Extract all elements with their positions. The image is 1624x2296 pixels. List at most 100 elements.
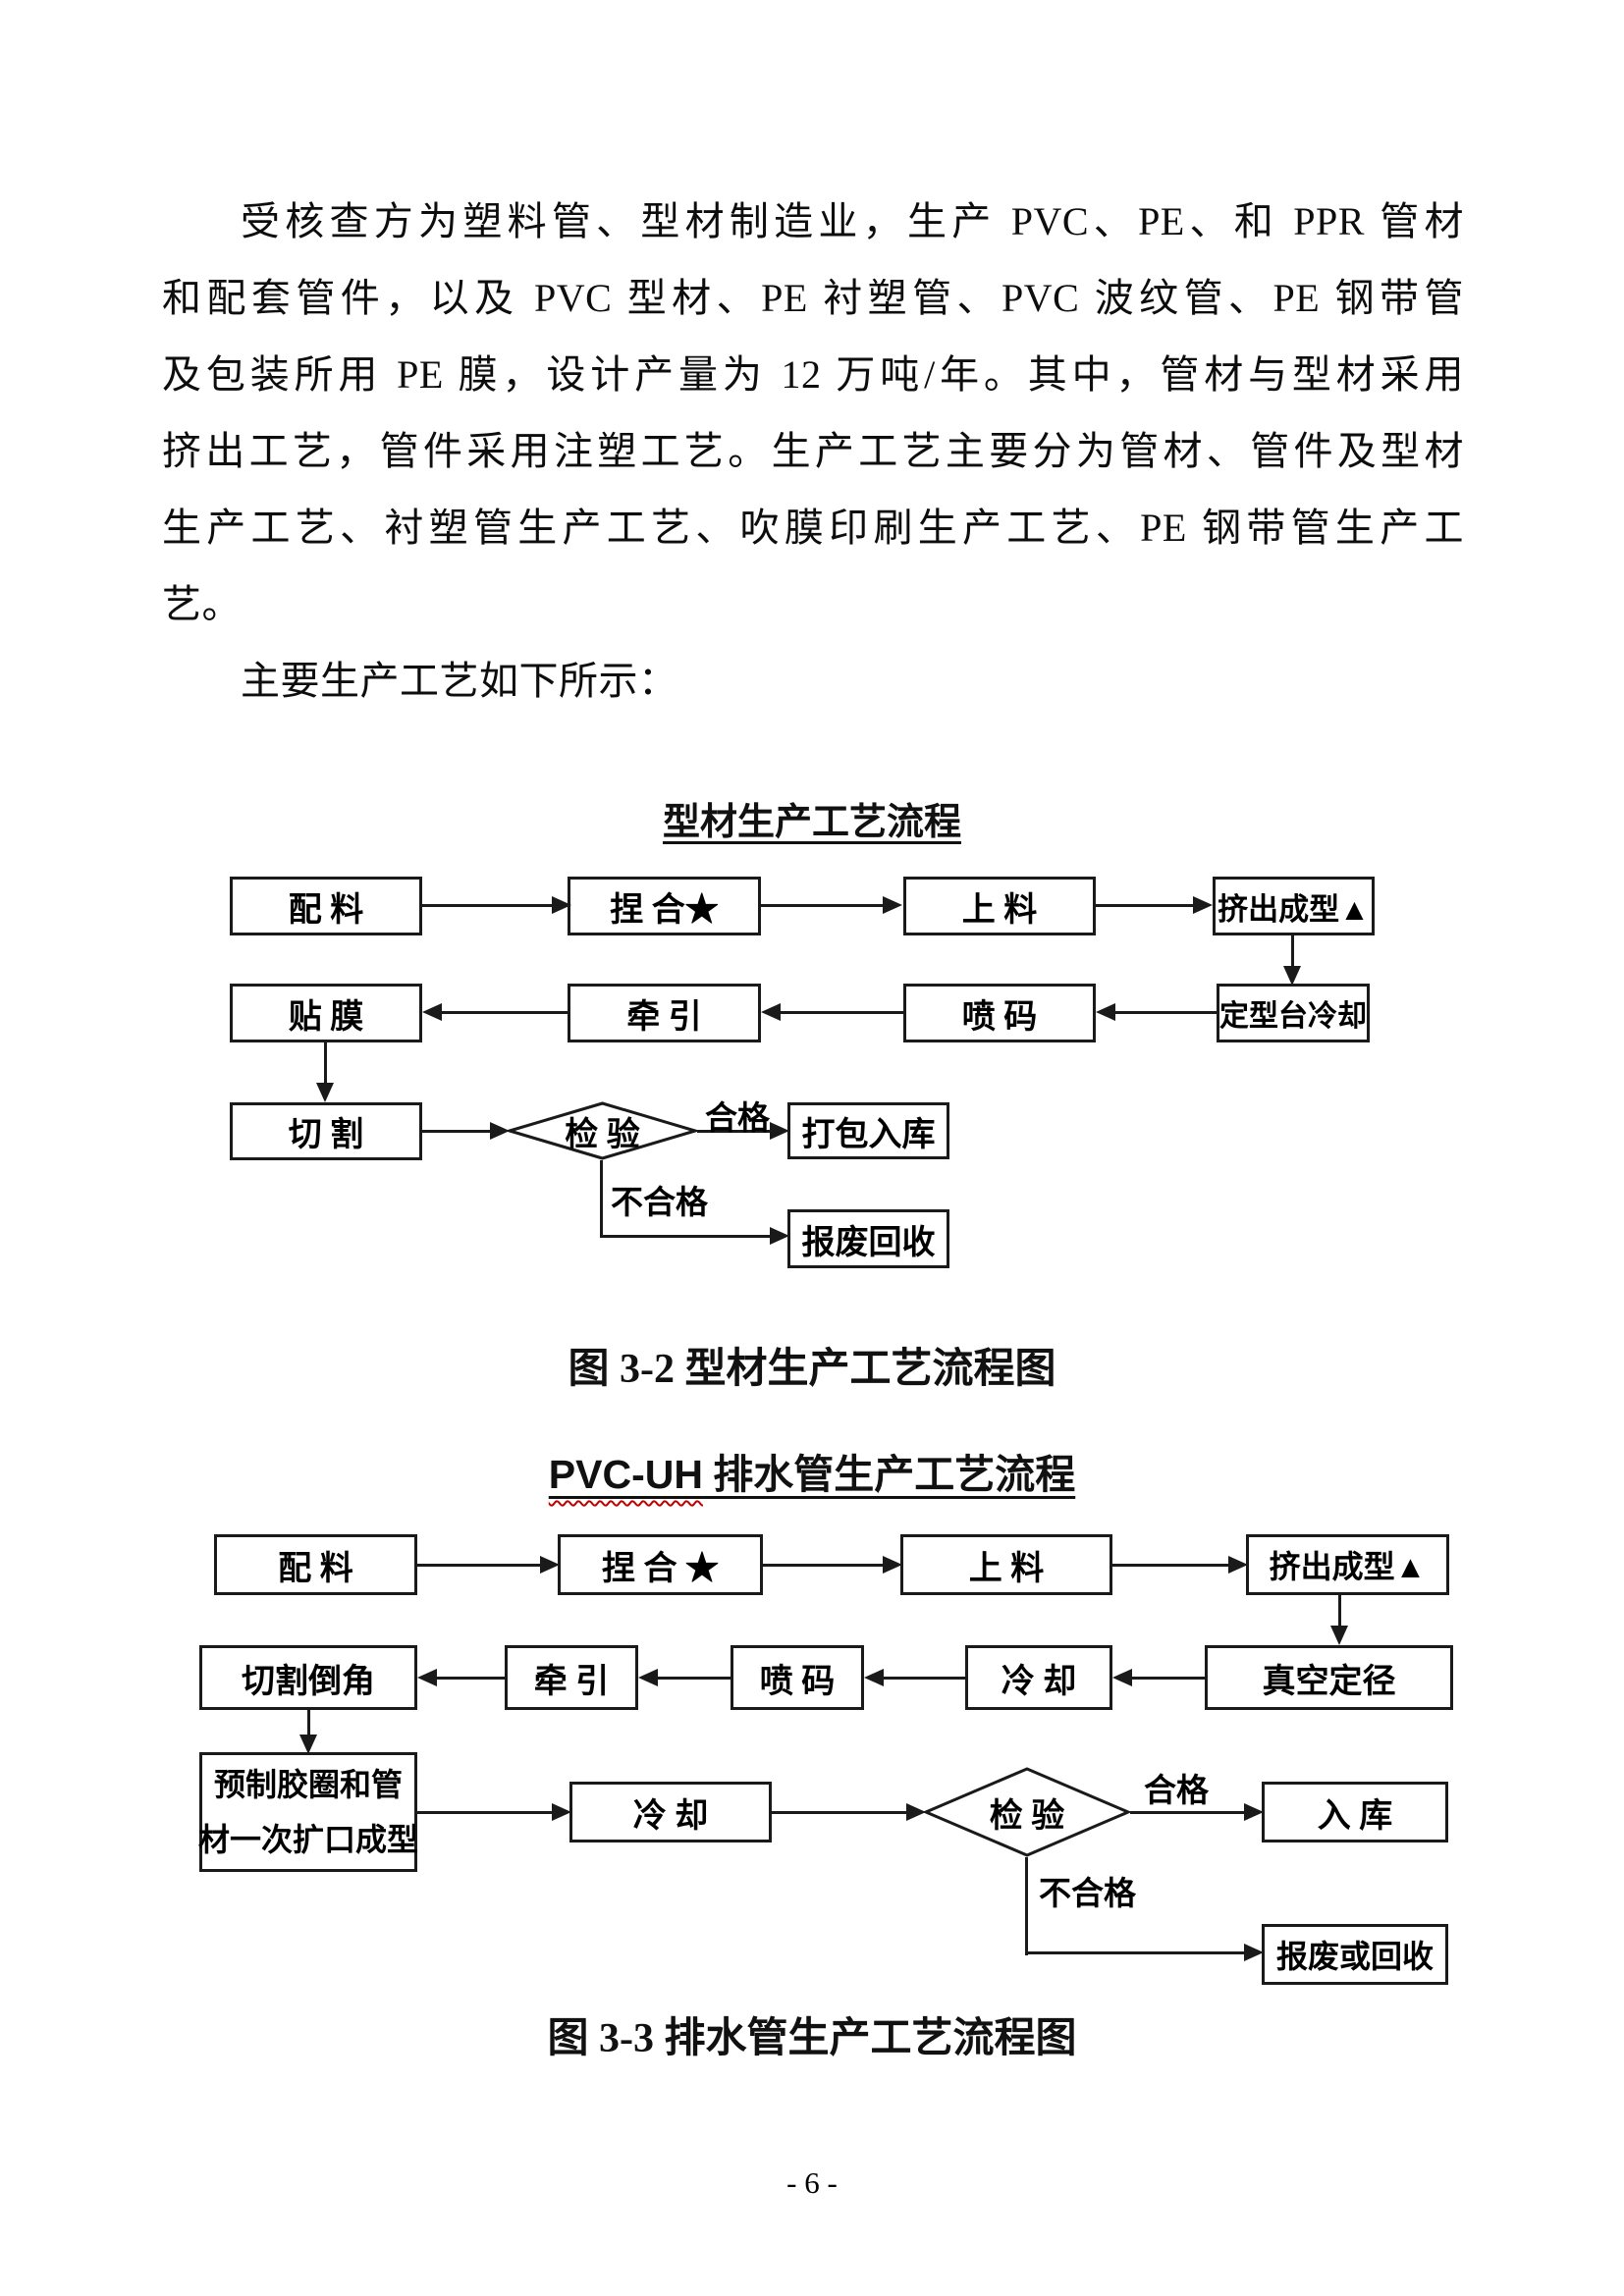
- flowchart2-caption: 图 3-3 排水管生产工艺流程图: [547, 2016, 1077, 2061]
- arrowhead-down: [1283, 966, 1301, 986]
- arrowhead-left: [761, 1003, 781, 1021]
- fc2-decision-jianyan-label: 检 验: [989, 1797, 1065, 1835]
- paragraph-line: 生产工艺、衬塑管生产工艺、吹膜印刷生产工艺、PE 钢带管生产工: [162, 506, 1464, 550]
- fc2-edge-label-fail: 不合格: [1039, 1877, 1136, 1912]
- fc2-node-jichucheng-label: 挤出成型▲: [1269, 1549, 1427, 1584]
- fc1-node-qiege-label: 切 割: [288, 1117, 364, 1153]
- connector-line: [437, 1677, 505, 1680]
- connector-line: [658, 1677, 731, 1680]
- connector-line: [1025, 1951, 1244, 1954]
- fc2-node-peiliao-label: 配 料: [278, 1550, 353, 1587]
- fc2-edge-label-pass: 合格: [1144, 1774, 1209, 1809]
- arrowhead-right: [490, 1122, 510, 1140]
- connector-line: [324, 1042, 327, 1085]
- fc2-node-lengque2: 冷 却: [569, 1782, 772, 1842]
- flowchart2-title-rest: 排水管生产工艺流程: [702, 1452, 1076, 1497]
- fc2-node-zhenkongdingjing-label: 真空定径: [1262, 1663, 1396, 1700]
- connector-line: [422, 904, 552, 907]
- fc1-node-shangliao: 上 料: [903, 877, 1096, 935]
- connector-line: [417, 1811, 552, 1814]
- fc1-edge-label-pass: 合格: [705, 1101, 770, 1137]
- arrowhead-down: [299, 1735, 317, 1754]
- fc2-node-qianyin: 牵 引: [505, 1645, 638, 1710]
- arrowhead-left: [422, 1003, 442, 1021]
- fc1-node-dingxingtai-label: 定型台冷却: [1219, 1000, 1367, 1033]
- fc2-node-lengque-label: 冷 却: [1001, 1663, 1077, 1700]
- flowchart2-title-latin: PVC-UH: [548, 1452, 703, 1497]
- fc1-decision-jianyan-label: 检 验: [565, 1116, 640, 1153]
- arrowhead-left: [864, 1669, 884, 1686]
- fc2-decision-jianyan: 检 验: [924, 1767, 1130, 1857]
- fc2-node-yuzhi-line1: 预制胶圈和管: [213, 1767, 403, 1802]
- flowchart2-title-text: PVC-UH 排水管生产工艺流程: [549, 1452, 1075, 1497]
- fc2-node-peiliao: 配 料: [214, 1534, 417, 1595]
- fc1-node-penma: 喷 码: [903, 984, 1096, 1042]
- arrowhead-right: [770, 1227, 789, 1245]
- connector-line: [1338, 1595, 1341, 1628]
- connector-line: [1132, 1677, 1205, 1680]
- fc1-node-dabaoruku-label: 打包入库: [801, 1116, 936, 1153]
- paragraph-line: 及包装所用 PE 膜，设计产量为 12 万吨/年。其中，管材与型材采用: [162, 352, 1464, 397]
- fc2-node-lengque: 冷 却: [965, 1645, 1112, 1710]
- arrowhead-right: [883, 1556, 902, 1574]
- page-number: - 6 -: [786, 2165, 838, 2200]
- arrowhead-right: [883, 896, 902, 914]
- connector-line: [600, 1160, 603, 1238]
- fc1-node-baofeihuishou-label: 报废回收: [801, 1224, 936, 1261]
- fc1-node-baofeihuishou: 报废回收: [787, 1209, 949, 1268]
- fc1-node-shangliao-label: 上 料: [961, 891, 1038, 929]
- connector-line: [1112, 1564, 1228, 1567]
- fc1-edge-label-fail: 不合格: [611, 1186, 708, 1221]
- connector-line: [422, 1130, 490, 1133]
- connector-line: [307, 1710, 310, 1736]
- fc1-decision-jianyan: 检 验: [508, 1101, 697, 1160]
- connector-line: [1130, 1811, 1244, 1814]
- fc1-node-penma-label: 喷 码: [961, 998, 1038, 1036]
- connector-line: [772, 1811, 906, 1814]
- connector-line: [781, 1011, 903, 1014]
- fc2-node-baofei: 报废或回收: [1262, 1924, 1448, 1985]
- fc1-node-tiemo: 贴 膜: [230, 984, 422, 1042]
- fc2-node-yuzhi: 预制胶圈和管 材一次扩口成型: [198, 1752, 418, 1872]
- connector-line: [1115, 1011, 1217, 1014]
- flowchart1-title: 型材生产工艺流程: [0, 791, 1624, 845]
- fc2-node-qianyin-label: 牵 引: [533, 1663, 610, 1700]
- fc2-node-shangliao-label: 上 料: [968, 1550, 1045, 1587]
- fc1-node-dingxingtai: 定型台冷却: [1217, 984, 1370, 1042]
- arrowhead-left: [1112, 1669, 1132, 1686]
- arrowhead-left: [1096, 1003, 1115, 1021]
- connector-line: [763, 1564, 883, 1567]
- fc1-node-peiliao-label: 配 料: [288, 891, 364, 929]
- arrowhead-right: [1244, 1803, 1264, 1821]
- arrowhead-right: [906, 1803, 926, 1821]
- fc2-node-niehe-label: 捏 合 ★: [602, 1550, 719, 1587]
- fc2-node-jichuchengxing: 挤出成型▲: [1246, 1534, 1449, 1595]
- arrowhead-left: [417, 1669, 437, 1686]
- flowchart2-title: PVC-UH 排水管生产工艺流程: [0, 1441, 1624, 1500]
- arrowhead-right: [552, 1803, 571, 1821]
- connector-line: [417, 1564, 540, 1567]
- flowchart1-title-text: 型材生产工艺流程: [662, 802, 961, 843]
- paragraph-line: 艺。: [162, 582, 242, 626]
- fc1-node-qianyin-label: 牵 引: [626, 998, 702, 1036]
- arrowhead-right: [540, 1556, 560, 1574]
- diamond-shape: [924, 1767, 1130, 1857]
- fc2-node-zhenkongdingjing: 真空定径: [1205, 1645, 1453, 1710]
- arrowhead-right: [770, 1122, 789, 1140]
- fc2-node-penma-label: 喷 码: [759, 1663, 836, 1700]
- paragraph-line: 受核查方为塑料管、型材制造业，生产 PVC、PE、和 PPR 管材: [241, 199, 1464, 243]
- connector-line: [1291, 934, 1294, 966]
- connector-line: [697, 1130, 770, 1133]
- fc1-node-niehe: 捏 合★: [568, 877, 761, 935]
- fc1-node-dabaoruku: 打包入库: [787, 1102, 949, 1159]
- fc2-node-qiegedaojiao: 切割倒角: [199, 1645, 417, 1710]
- fc2-node-qiegedaojiao-label: 切割倒角: [242, 1663, 375, 1700]
- arrowhead-right: [1244, 1944, 1264, 1961]
- fc1-node-tiemo-label: 贴 膜: [288, 998, 364, 1036]
- arrowhead-right: [1228, 1556, 1248, 1574]
- diamond-shape: [508, 1101, 697, 1160]
- fc1-node-peiliao: 配 料: [230, 877, 422, 935]
- fc2-node-shangliao: 上 料: [900, 1534, 1112, 1595]
- fc1-node-jichucheng-label: 挤出成型▲: [1218, 891, 1370, 927]
